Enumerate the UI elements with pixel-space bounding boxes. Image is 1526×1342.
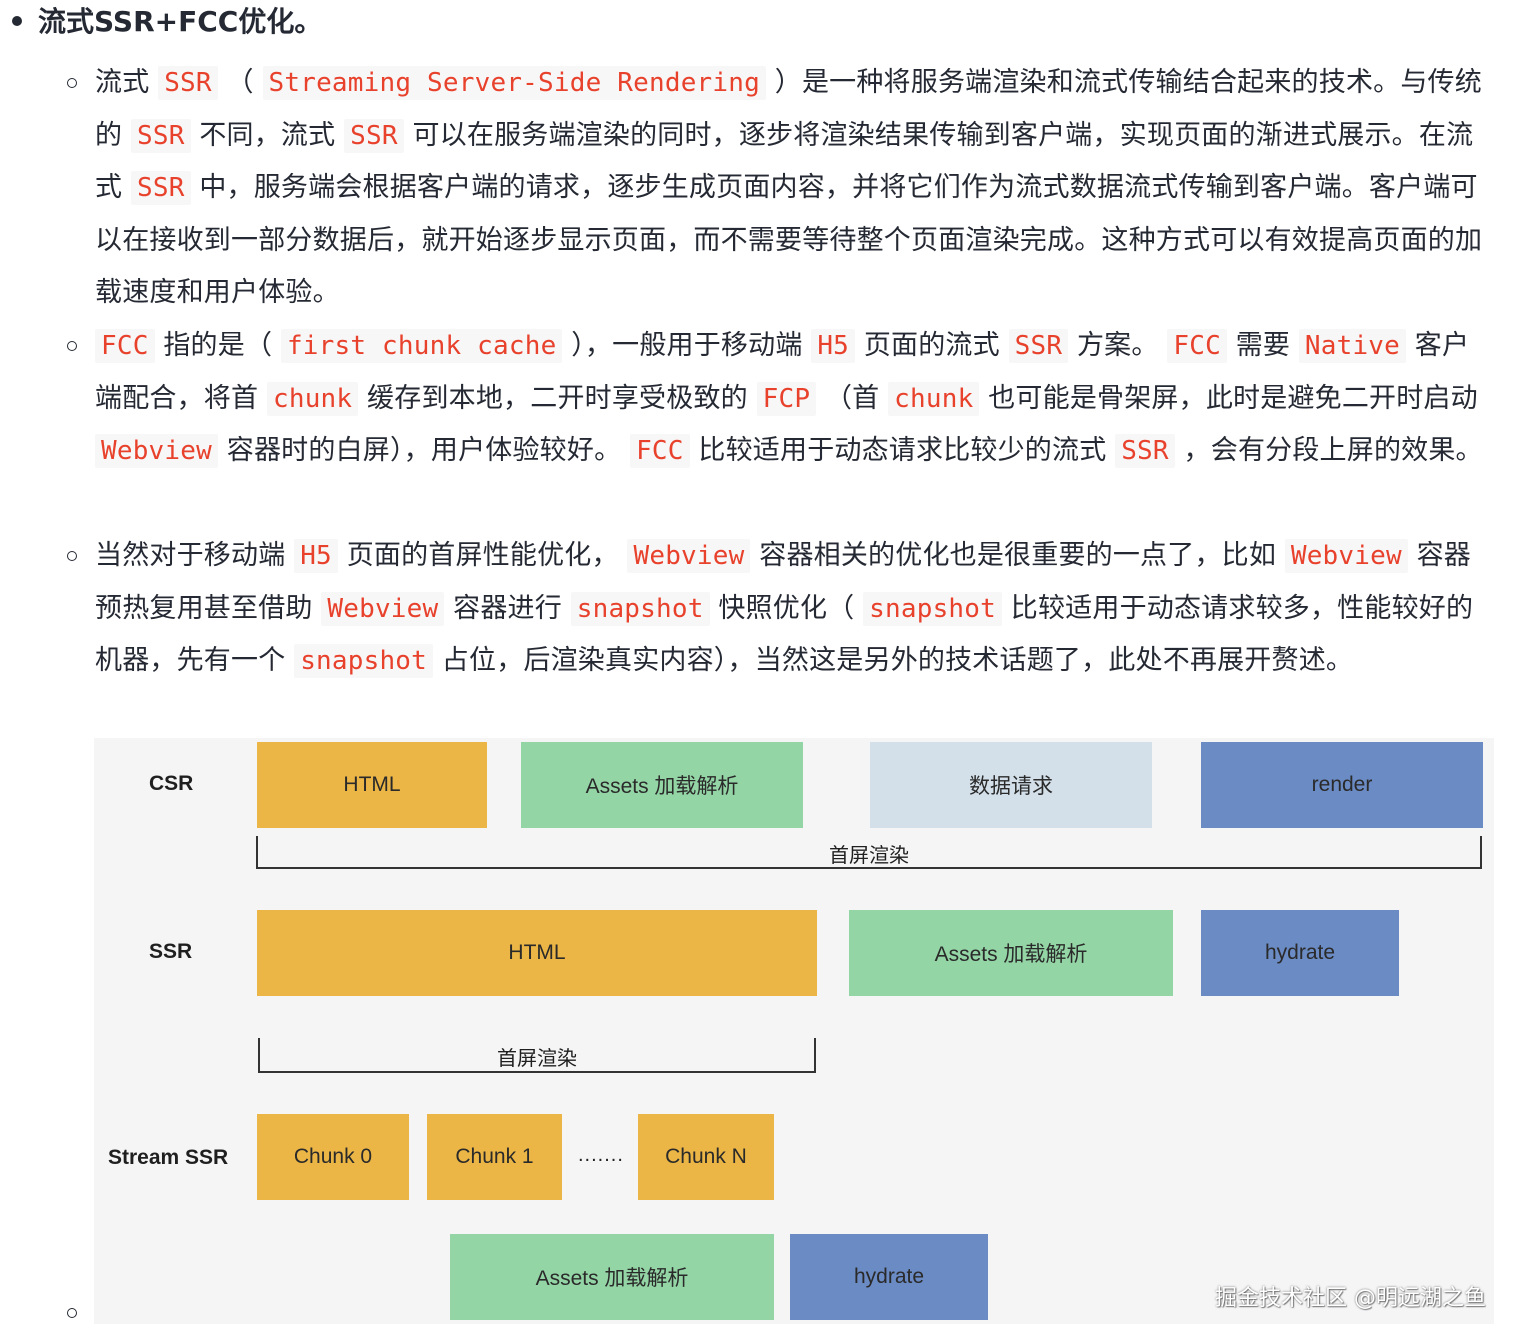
paragraph-text: 可以在服务端渲染的同时，逐步将渲染结果传输到客户端，实现页面的渐进式展示。在流式 — [95, 119, 1474, 204]
watermark-text: 掘金技术社区 @明远湖之鱼 — [1215, 1286, 1486, 1311]
ssr-first-screen-bracket — [258, 1038, 816, 1073]
paragraph-text: 当然对于移动端 — [95, 540, 295, 571]
inline-code: Webview — [1284, 539, 1408, 573]
inline-code: Webview — [321, 591, 445, 626]
inline-code: chunk — [888, 381, 980, 416]
inline-code: Webview — [627, 539, 751, 573]
chunk-0-block: Chunk 0 — [257, 1114, 409, 1200]
circle-bullet-icon — [67, 78, 77, 88]
ellipsis-dots: ....... — [578, 1144, 624, 1166]
circle-bullet-icon — [67, 1308, 77, 1318]
csr-first-screen-label: 首屏渲染 — [829, 845, 909, 867]
paragraph-text: 客户端配合，将首 — [95, 330, 1470, 414]
inline-code: SSR — [158, 66, 218, 100]
paragraph-text: 页面的首屏性能优化， — [337, 540, 628, 571]
inline-code: SSR — [344, 118, 404, 153]
chunk-1-block: Chunk 1 — [427, 1114, 562, 1200]
stream-assets-block: Assets 加载解析 — [450, 1234, 774, 1320]
inline-code: Streaming Server-Side Rendering — [262, 66, 766, 100]
paragraph-webview: 当然对于移动端 H5 页面的首屏性能优化， Webview 容器相关的优化也是很… — [95, 530, 1495, 688]
circle-bullet-icon — [67, 551, 77, 561]
stream-ssr-row-label: Stream SSR — [108, 1146, 229, 1169]
inline-code: FCC — [95, 329, 155, 363]
inline-code: chunk — [266, 381, 359, 416]
inline-code: SSR — [1008, 329, 1069, 363]
inline-code: Native — [1298, 329, 1407, 363]
inline-code: FCP — [756, 381, 817, 416]
inline-code: SSR — [1115, 434, 1175, 468]
paragraph-text: 容器时的白屏），用户体验较好。 — [217, 435, 631, 466]
paragraph-streaming-ssr: 流式 SSR （ Streaming Server-Side Rendering… — [95, 57, 1495, 320]
paragraph-text: ），一般用于移动端 — [562, 330, 812, 361]
paragraph-text: （ — [217, 67, 263, 98]
inline-code: H5 — [294, 539, 338, 573]
paragraph-fcc: FCC 指的是（ first chunk cache ），一般用于移动端 H5 … — [95, 320, 1495, 478]
paragraph-text: 页面的流式 — [855, 330, 1009, 361]
chunk-n-block: Chunk N — [638, 1114, 774, 1200]
paragraph-text: ）是一种将服务端渲染和流式传输结合起来的技术。与传统的 — [95, 67, 1482, 151]
paragraph-text: 方案。 — [1068, 330, 1168, 361]
paragraph-text: 容器相关的优化也是很重要的一点了，比如 — [750, 540, 1285, 571]
paragraph-text: ，会有分段上屏的效果。 — [1174, 435, 1483, 466]
paragraph-text: 占位，后渲染真实内容），当然这是另外的技术话题了，此处不再展开赘述。 — [433, 645, 1354, 676]
inline-code: FCC — [1167, 329, 1227, 363]
inline-code: snapshot — [294, 644, 434, 678]
inline-code: H5 — [811, 329, 856, 363]
paragraph-text: 比较适用于动态请求比较少的流式 — [689, 435, 1116, 466]
paragraph-text: （首 — [816, 382, 889, 414]
paragraph-text: 缓存到本地，二开时享受极致的 — [358, 382, 757, 414]
csr-assets-block: Assets 加载解析 — [521, 742, 803, 828]
rendering-comparison-diagram: CSR HTML Assets 加载解析 数据请求 render 首屏渲染 SS… — [94, 738, 1494, 1324]
paragraph-text: 中，服务端会根据客户端的请求，逐步生成页面内容，并将它们作为流式数据流式传输到客… — [95, 172, 1483, 308]
paragraph-text: 快照优化（ — [709, 592, 864, 624]
stream-hydrate-block: hydrate — [790, 1234, 988, 1320]
inline-code: first chunk cache — [280, 329, 563, 363]
circle-bullet-icon — [67, 341, 77, 351]
inline-code: Webview — [95, 434, 218, 468]
paragraph-text: 容器预热复用甚至借助 — [95, 540, 1472, 624]
inline-code: FCC — [630, 434, 690, 468]
csr-first-screen-bracket — [256, 836, 1482, 869]
ssr-row-label: SSR — [149, 940, 193, 963]
ssr-first-screen-label: 首屏渲染 — [497, 1048, 577, 1070]
inline-code: snapshot — [863, 591, 1002, 626]
inline-code: SSR — [130, 118, 191, 153]
bullet-icon — [12, 16, 22, 26]
ssr-hydrate-block: hydrate — [1201, 910, 1399, 996]
inline-code: SSR — [130, 171, 191, 205]
csr-row-label: CSR — [149, 772, 194, 795]
csr-data-request-block: 数据请求 — [870, 742, 1152, 828]
csr-html-block: HTML — [257, 742, 487, 828]
paragraph-text: 比较适用于动态请求较多，性能较好的机器，先有一个 — [95, 592, 1474, 677]
paragraph-text: 不同，流式 — [190, 119, 345, 151]
paragraph-text: 需要 — [1226, 330, 1299, 361]
section-heading: 流式SSR+FCC优化。 — [38, 5, 323, 38]
paragraph-text: 指的是（ — [154, 330, 281, 361]
ssr-html-block: HTML — [257, 910, 817, 996]
inline-code: snapshot — [570, 591, 710, 626]
paragraph-text: 也可能是骨架屏，此时是避免二开时启动 — [979, 382, 1478, 414]
ssr-assets-block: Assets 加载解析 — [849, 910, 1173, 996]
paragraph-text: 容器进行 — [444, 592, 571, 624]
csr-render-block: render — [1201, 742, 1483, 828]
paragraph-text: 流式 — [95, 67, 159, 98]
